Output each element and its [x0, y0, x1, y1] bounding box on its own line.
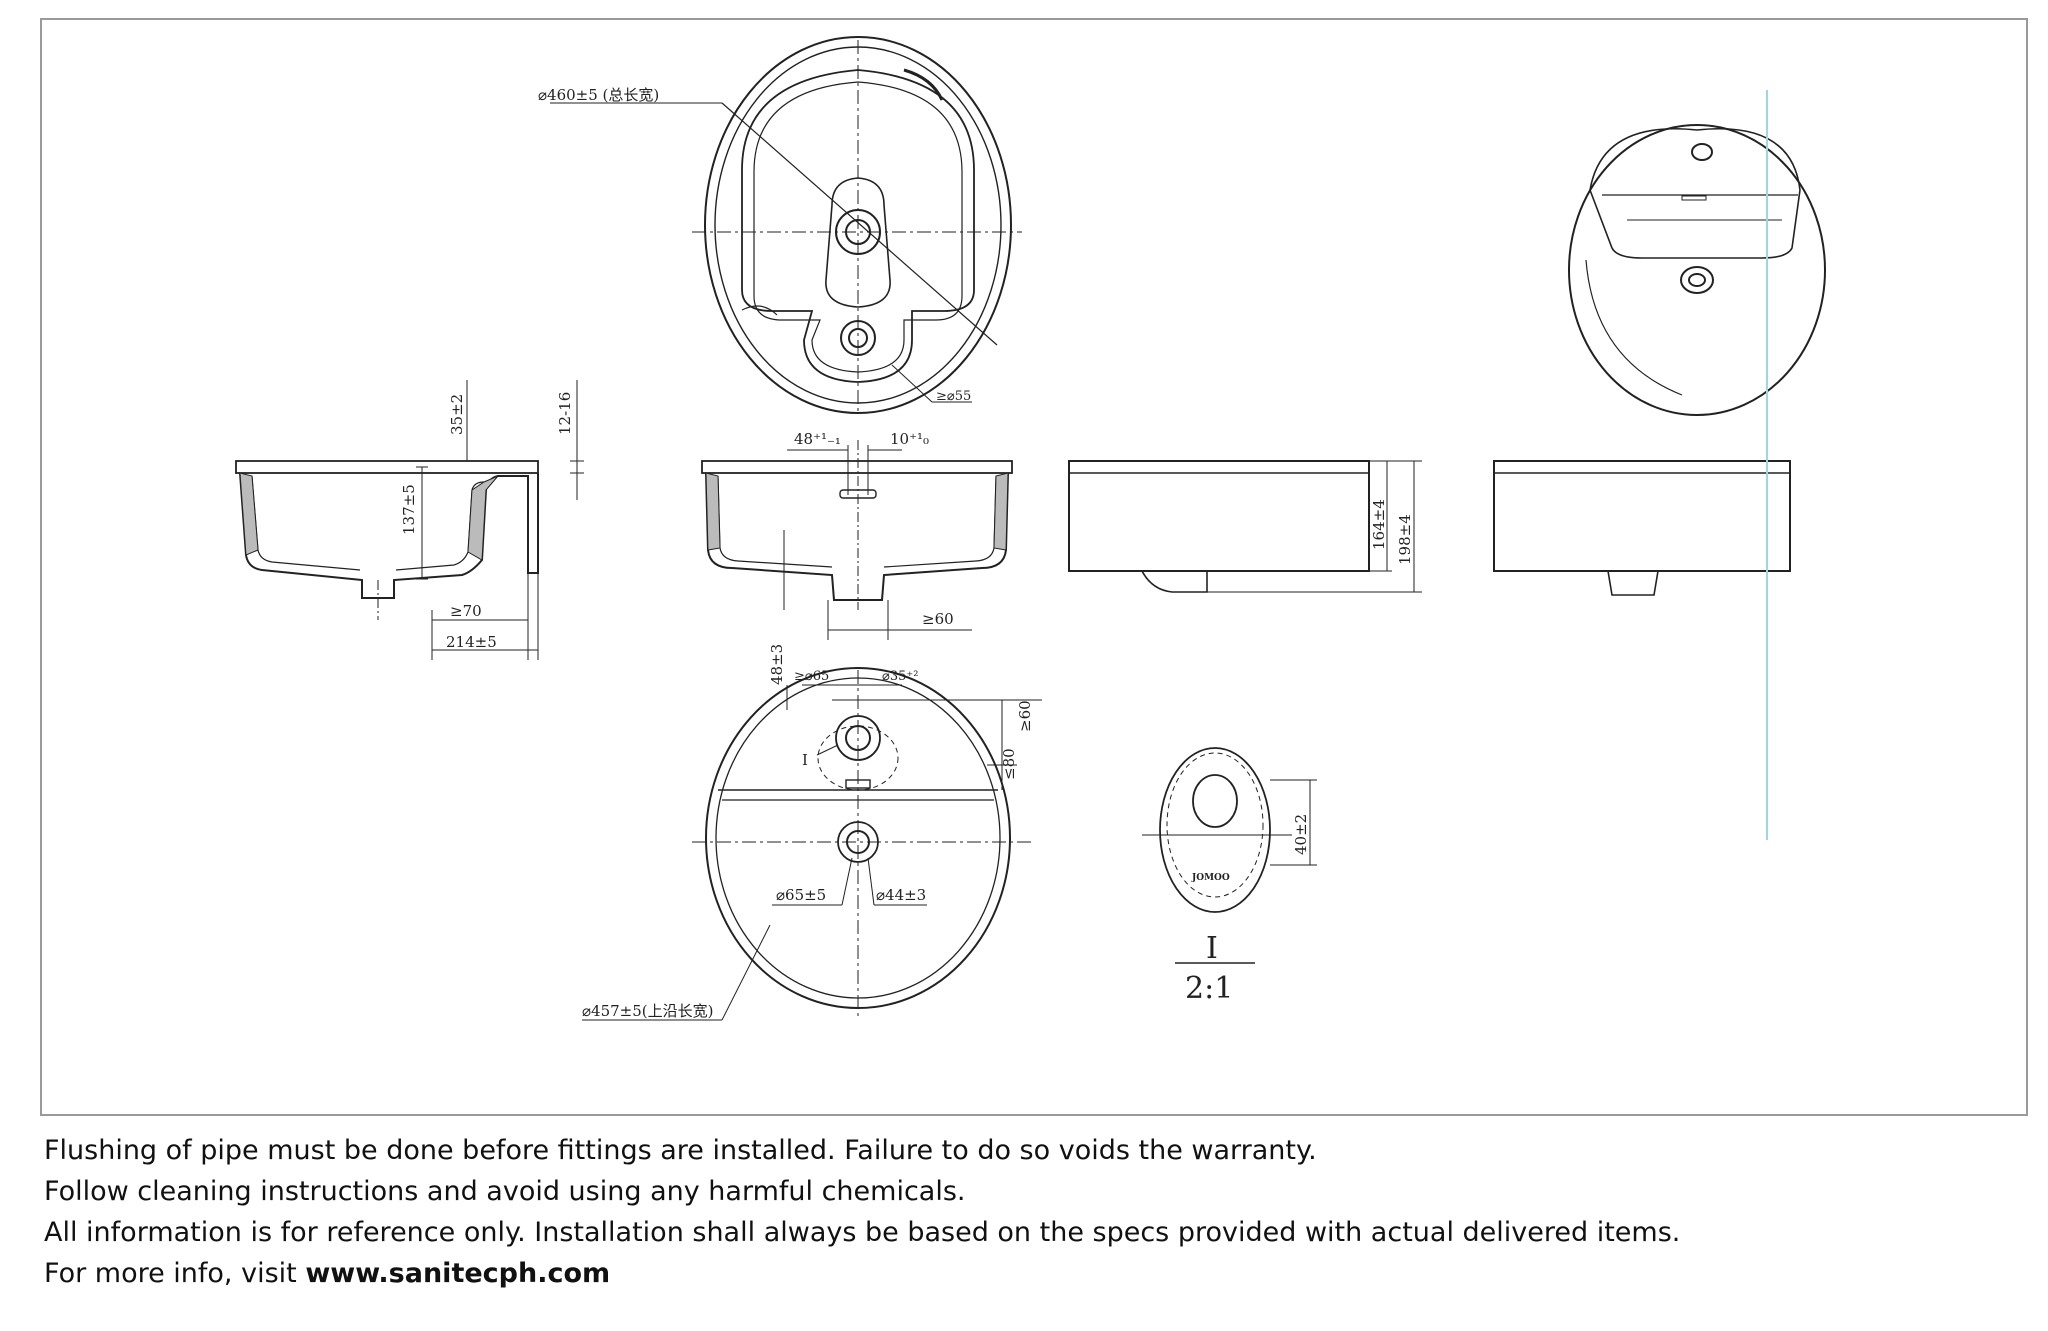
note-flushing: Flushing of pipe must be done before fit…	[44, 1135, 1317, 1166]
label-side-164: 164±4	[1370, 499, 1388, 550]
label-plan-48: 48±3	[768, 644, 786, 685]
label-detail-dim: 40±2	[1292, 814, 1310, 855]
label-section-wall: 12-16	[556, 392, 574, 435]
note-reference: All information is for reference only. I…	[44, 1217, 1681, 1248]
label-section-rim: 35±2	[448, 394, 466, 435]
label-front-10: 10⁺¹₀	[890, 430, 929, 448]
label-front-min60: ≥60	[922, 610, 954, 628]
note-cleaning: Follow cleaning instructions and avoid u…	[44, 1176, 966, 1207]
label-plan-hole-dia: ⌀44±3	[876, 886, 926, 904]
isometric-view	[1568, 90, 1826, 840]
label-section-214: 214±5	[446, 633, 497, 651]
label-side-198: 198±4	[1396, 514, 1414, 565]
label-front-48: 48⁺¹₋₁	[794, 430, 841, 448]
label-plan-min60: ≥60	[1016, 700, 1034, 732]
label-overall-diameter: ⌀460±5 (总长宽)	[538, 86, 659, 104]
label-plan-35: ⌀35⁺²	[882, 669, 918, 684]
label-detail-title: I	[1206, 931, 1218, 966]
label-section-min70: ≥70	[450, 602, 482, 620]
top-view	[550, 36, 1022, 415]
notes-block: Flushing of pipe must be done before fit…	[44, 1130, 2004, 1294]
label-plan-detail-ref: I	[802, 751, 808, 769]
note-more-info: For more info, visit www.sanitecph.com	[44, 1253, 2004, 1294]
website-link[interactable]: www.sanitecph.com	[305, 1258, 611, 1289]
plan-view	[582, 667, 1042, 1021]
label-plan-min65: ≥⌀65	[794, 669, 829, 684]
label-section-height: 137±5	[400, 484, 418, 535]
label-plan-80: ≤80	[1000, 748, 1018, 780]
label-plan-drain-dia: ⌀65±5	[776, 886, 826, 904]
label-top-drain-min: ≥⌀55	[936, 389, 971, 404]
label-plan-rim-dia: ⌀457±5(上沿长宽)	[582, 1002, 713, 1020]
detail-i-view	[1142, 747, 1317, 964]
side-view	[1068, 460, 1422, 593]
rear-view	[1493, 460, 1791, 596]
section-view	[235, 380, 584, 660]
technical-drawing-frame: ⌀460±5 (总长宽) ≥⌀55 137±5 35±2 12-16 ≥70 2…	[40, 18, 2028, 1116]
detail-brand-mark: JOMOO	[1191, 873, 1230, 883]
note-more-info-prefix: For more info, visit	[44, 1258, 306, 1289]
label-detail-scale: 2:1	[1185, 971, 1233, 1006]
front-section-view	[701, 440, 1013, 640]
